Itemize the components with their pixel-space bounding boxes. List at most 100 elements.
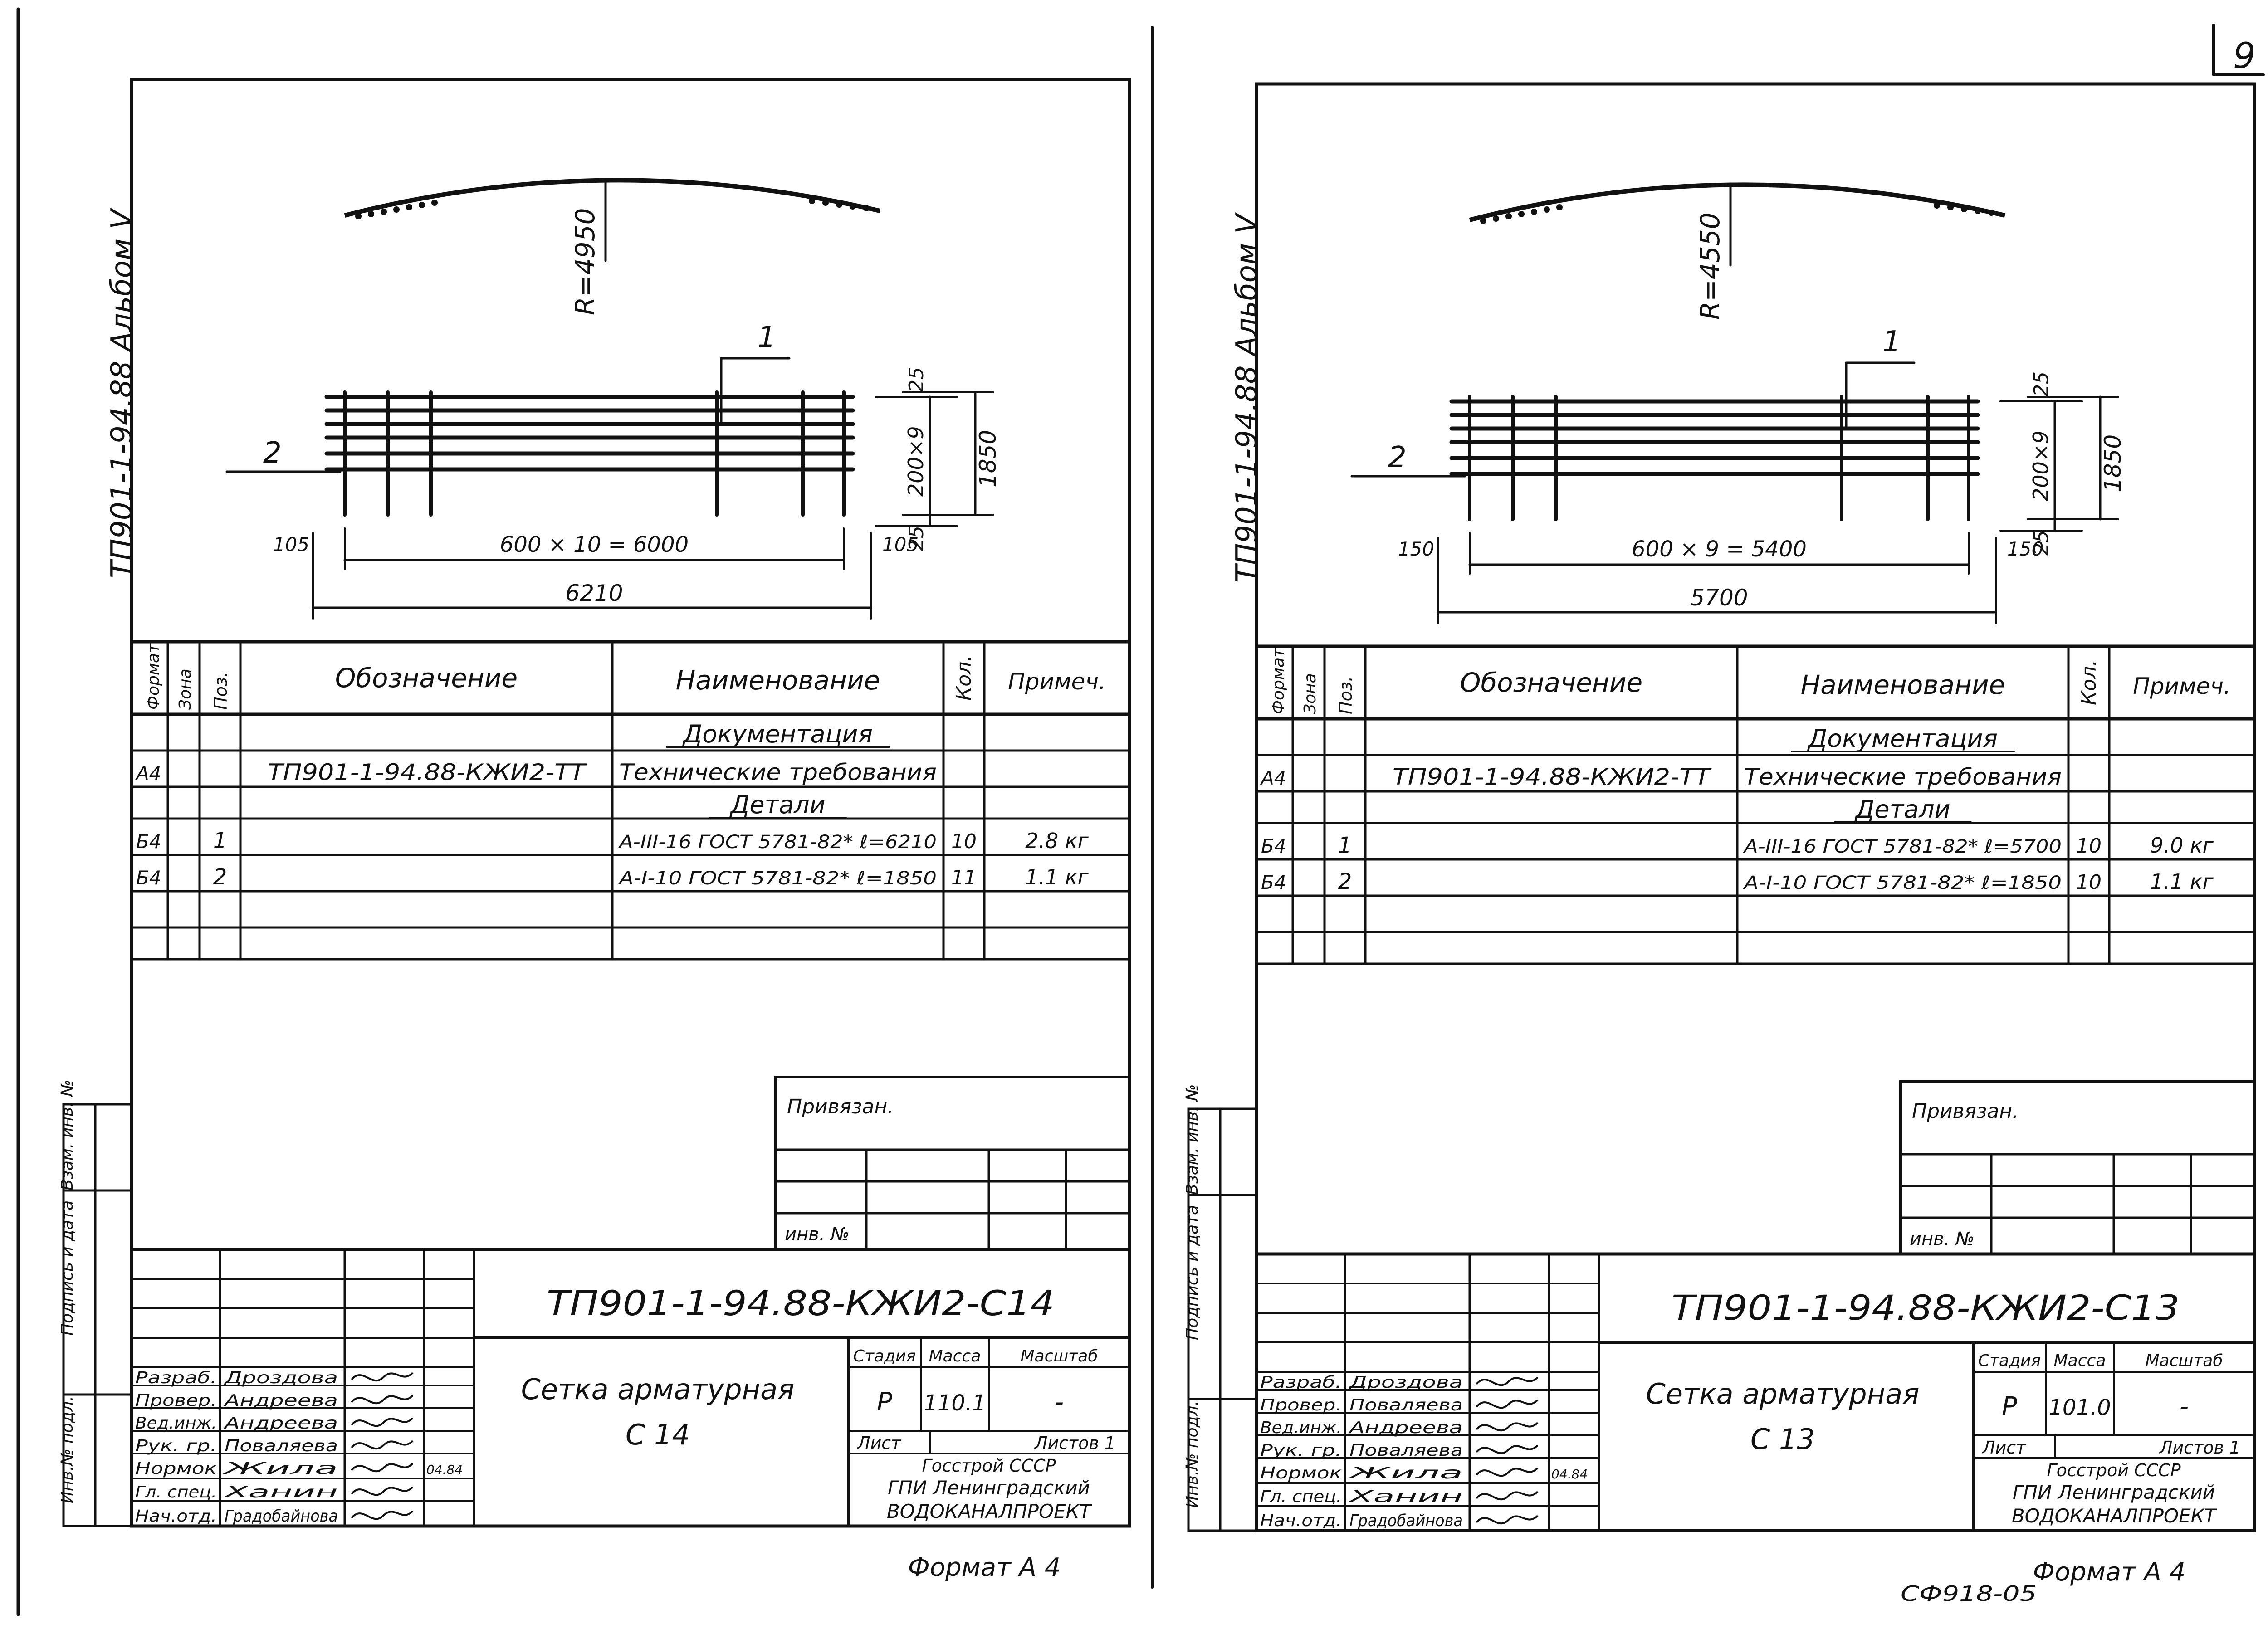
role-label: Провер. [1260,1396,1342,1415]
signature-mark [1476,1515,1539,1525]
album-label: ТП901-1-94.88 Альбом V [105,208,139,579]
dim-left-label: 105 [273,533,309,556]
stamp-sheets: Листов 1 [2159,1438,2240,1458]
row-pos: 2 [1338,869,1352,894]
role-label: Нач.отд. [1260,1512,1342,1530]
row-name: А-III-16 ГОСТ 5781-82* ℓ=6210 [618,832,937,853]
stamp-mass-header: Масса [929,1347,981,1366]
doc-name: Технические требования [1744,764,2062,790]
doc-designation: ТП901-1-94.88-КЖИ2-ТТ [268,759,587,785]
section-docs: Документация [1807,724,1998,753]
title-code: С 14 [626,1418,690,1451]
bound-label: Привязан. [1912,1100,2019,1123]
role-label: Нормок [135,1459,217,1478]
bar-dot [809,198,815,204]
bar-dot [1961,206,1967,212]
role-label: Гл. спец. [135,1483,217,1502]
dim-bot-label: 25 [2030,530,2053,556]
dim-mid-label: 200×9 [904,426,928,497]
signature-mark [351,1463,414,1473]
role-label: Разраб. [135,1369,217,1387]
dim-top-label: 25 [905,367,928,392]
stamp-scale-header: Масштаб [2145,1351,2223,1370]
org-line: ВОДОКАНАЛПРОЕКТ [2012,1505,2218,1527]
signature-mark [1476,1376,1539,1386]
dim-top-label: 25 [2030,371,2053,397]
bar-dot [1531,209,1537,215]
person-name: Дроздова [223,1369,338,1387]
signature-date: 04.84 [426,1462,463,1477]
doc-name: Технические требования [619,759,937,785]
pos-top-label: 1 [1882,325,1901,359]
side-stamp-label: Взам. инв. № [1183,1084,1202,1195]
org-line: Госстрой СССР [922,1456,1056,1476]
row-format: Б4 [136,830,161,853]
role-label: Провер. [135,1391,217,1410]
title-frame [130,1248,1131,1528]
title-frame [1255,1252,2256,1532]
person-name: Ханин [223,1483,338,1502]
doc-code: ТП901-1-94.88-КЖИ2-С13 [1672,1288,2180,1328]
person-name: Градобайнова [1349,1512,1463,1530]
stamp-mass-header: Масса [2054,1351,2106,1370]
bar-dot [1988,210,1994,216]
footer-code: СФ918-05 [1901,1581,2037,1606]
person-name: Поваляева [1349,1396,1463,1415]
bar-dot [431,200,438,206]
stamp-stage: Р [877,1387,892,1417]
dim-main-label: 600 × 9 = 5400 [1632,537,1807,562]
row-qty: 10 [2076,871,2102,894]
page-number: 9 [2233,36,2256,77]
stamp-sheet: Лист [1981,1438,2027,1458]
row-pos: 1 [1338,833,1352,858]
row-name: А-I-10 ГОСТ 5781-82* ℓ=1850 [1743,873,2062,893]
signature-mark [351,1510,414,1520]
row-pos: 2 [213,864,227,890]
header-name: Наименование [1801,669,2005,700]
role-label: Нач.отд. [135,1507,217,1526]
header-qty: Кол. [2077,660,2101,705]
bar-dot [1947,204,1954,210]
header-note: Примеч. [2133,673,2231,699]
header-zone: Зона [176,668,195,710]
pos-side-label: 2 [1388,441,1407,474]
bar-dot [1544,206,1550,213]
role-label: Рук. гр. [135,1437,217,1455]
row-note: 2.8 кг [1025,829,1089,853]
dim-left-label: 150 [1398,538,1434,560]
stamp-scale-header: Масштаб [1020,1347,1098,1366]
arc-curve [1469,182,2006,222]
header-zone: Зона [1301,673,1320,714]
bar-dot [1975,208,1981,214]
org-line: Госстрой СССР [2047,1460,2180,1480]
header-qty: Кол. [953,655,976,701]
bar-dot [1505,213,1512,219]
row-format: Б4 [136,867,161,889]
dim-side-label: 1850 [975,430,1001,488]
header-name: Наименование [676,665,880,696]
bar-dot [419,202,425,208]
section-docs: Документация [682,720,873,748]
title-code: С 13 [1750,1423,1815,1456]
stamp-stage: Р [2002,1392,2017,1421]
stamp-scale: - [2180,1392,2189,1421]
dim-right-label: 150 [2007,538,2043,560]
row-qty: 10 [2076,834,2102,858]
side-stamp-label: Взам. инв. № [58,1080,77,1190]
person-name: Жила [1347,1464,1463,1483]
signature-mark [1476,1467,1539,1477]
dim-main-label: 600 × 10 = 6000 [500,532,689,557]
stamp-scale: - [1055,1387,1064,1417]
side-stamp-label: Инв.№ подл. [58,1396,77,1503]
person-name: Жила [222,1459,338,1478]
stamp-stage-header: Стадия [853,1347,916,1366]
org-line: ГПИ Ленинградский [888,1477,1090,1499]
bar-dot [822,200,829,206]
row-qty: 11 [951,866,977,889]
header-note: Примеч. [1008,668,1106,695]
title-name: Сетка арматурная [1646,1377,1920,1410]
